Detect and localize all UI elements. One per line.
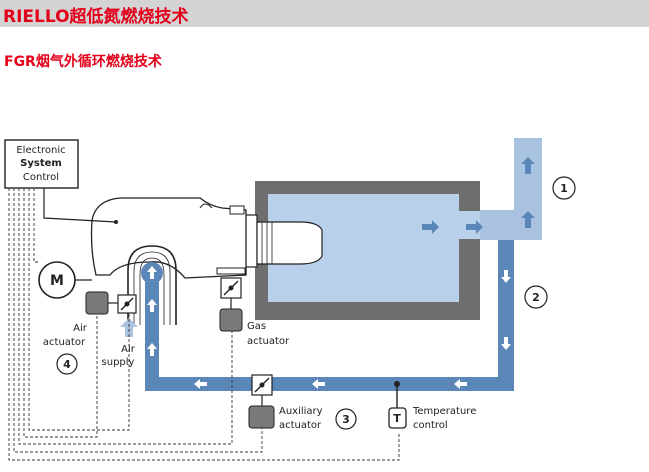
arrow-right-1 <box>422 220 439 234</box>
control-box-line2: System <box>20 158 62 169</box>
temperature-control-line1: Temperature <box>412 406 476 417</box>
marker-3: 3 <box>342 413 350 426</box>
temperature-control: T Temperature control <box>388 381 476 431</box>
arrow-down-1 <box>501 270 511 283</box>
burner-head <box>244 214 323 268</box>
motor-label: M <box>50 273 64 289</box>
section-subtitle: FGR烟气外循环燃烧技术 <box>4 54 162 70</box>
electronic-system-control: Electronic System Control <box>4 139 79 189</box>
recirculation-pipe <box>141 240 514 391</box>
marker-1-group: 1 <box>552 176 576 200</box>
air-actuator-line1: Air <box>73 323 88 334</box>
temperature-control-line2: control <box>413 420 448 431</box>
motor: M <box>38 261 92 299</box>
auxiliary-actuator: Auxiliary actuator 3 <box>248 374 357 431</box>
control-line <box>43 188 117 223</box>
flow-arrows <box>120 157 535 389</box>
arrow-right-2 <box>466 220 483 234</box>
arrow-left-1 <box>454 379 467 389</box>
auxiliary-actuator-line1: Auxiliary <box>279 406 323 417</box>
air-supply-arrow <box>120 318 138 337</box>
gas-actuator-line2: actuator <box>247 336 290 347</box>
marker-4: 4 <box>63 358 71 371</box>
air-supply-line2: supply <box>102 357 135 368</box>
header-banner: RIELLO超低氮燃烧技术 <box>0 0 649 27</box>
marker-1: 1 <box>560 182 568 195</box>
arrow-up-1 <box>521 211 535 228</box>
control-box-line1: Electronic <box>16 145 65 156</box>
control-box-line3: Control <box>23 172 59 183</box>
temperature-symbol: T <box>393 412 401 425</box>
gas-actuator: Gas actuator <box>216 267 290 347</box>
arrow-up-3 <box>147 343 157 356</box>
fan-housing <box>127 245 177 325</box>
arrow-left-2 <box>312 379 325 389</box>
auxiliary-actuator-line2: actuator <box>279 420 322 431</box>
arrow-left-3 <box>194 379 207 389</box>
gas-actuator-line1: Gas <box>247 321 266 332</box>
air-supply-line1: Air <box>121 344 136 355</box>
marker-2: 2 <box>532 291 540 304</box>
air-actuator-line2: actuator <box>43 337 86 348</box>
arrow-up-2 <box>521 157 535 174</box>
arrow-up-5 <box>147 266 157 279</box>
air-actuator: Air actuator 4 <box>43 291 137 375</box>
arrow-up-4 <box>147 299 157 312</box>
signal-lines <box>8 188 400 461</box>
marker-2-group: 2 <box>524 285 548 309</box>
page-title: RIELLO超低氮燃烧技术 <box>3 7 189 27</box>
burner-body <box>90 197 247 279</box>
arrow-down-2 <box>501 337 511 350</box>
